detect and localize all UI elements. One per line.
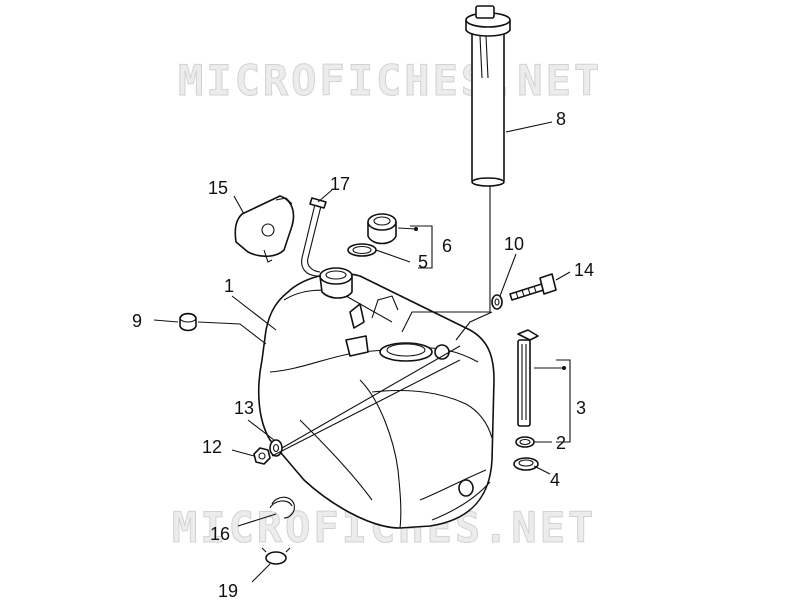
- breather-hose: [301, 197, 327, 277]
- clamp-19: [261, 547, 291, 565]
- fuel-pickup-filter: [517, 329, 539, 427]
- callout-2: 2: [556, 433, 566, 453]
- callout-1: 1: [224, 276, 234, 296]
- clip-16: [269, 496, 295, 519]
- hose-clamp-4: [513, 457, 539, 471]
- callout-5: 5: [418, 252, 428, 272]
- callout-13: 13: [234, 398, 254, 418]
- callout-19: 19: [218, 581, 238, 600]
- callout-8: 8: [556, 109, 566, 129]
- filler-neck: [319, 267, 353, 299]
- grommet-9: [179, 312, 197, 332]
- callout-16: 16: [210, 524, 230, 544]
- callout-17: 17: [330, 174, 350, 194]
- leader-lines: [153, 121, 571, 583]
- watermark-top: MICROFICHES.NET: [178, 56, 602, 105]
- callout-14: 14: [574, 260, 594, 280]
- callout-9: 9: [132, 311, 142, 331]
- fuel-tank: [257, 272, 495, 529]
- fuel-level-sender: [465, 5, 511, 300]
- callout-3: 3: [576, 398, 586, 418]
- bolt: [509, 273, 557, 301]
- tank-cover: [234, 195, 295, 263]
- callout-10: 10: [504, 234, 524, 254]
- fuel-cap: [367, 213, 397, 245]
- cap-gasket: [347, 243, 377, 257]
- o-ring-2: [515, 436, 535, 448]
- callout-4: 4: [550, 470, 560, 490]
- nut-12: [253, 447, 271, 465]
- callout-15: 15: [208, 178, 228, 198]
- callout-12: 12: [202, 437, 222, 457]
- washer-10: [491, 294, 503, 310]
- callout-6: 6: [442, 236, 452, 256]
